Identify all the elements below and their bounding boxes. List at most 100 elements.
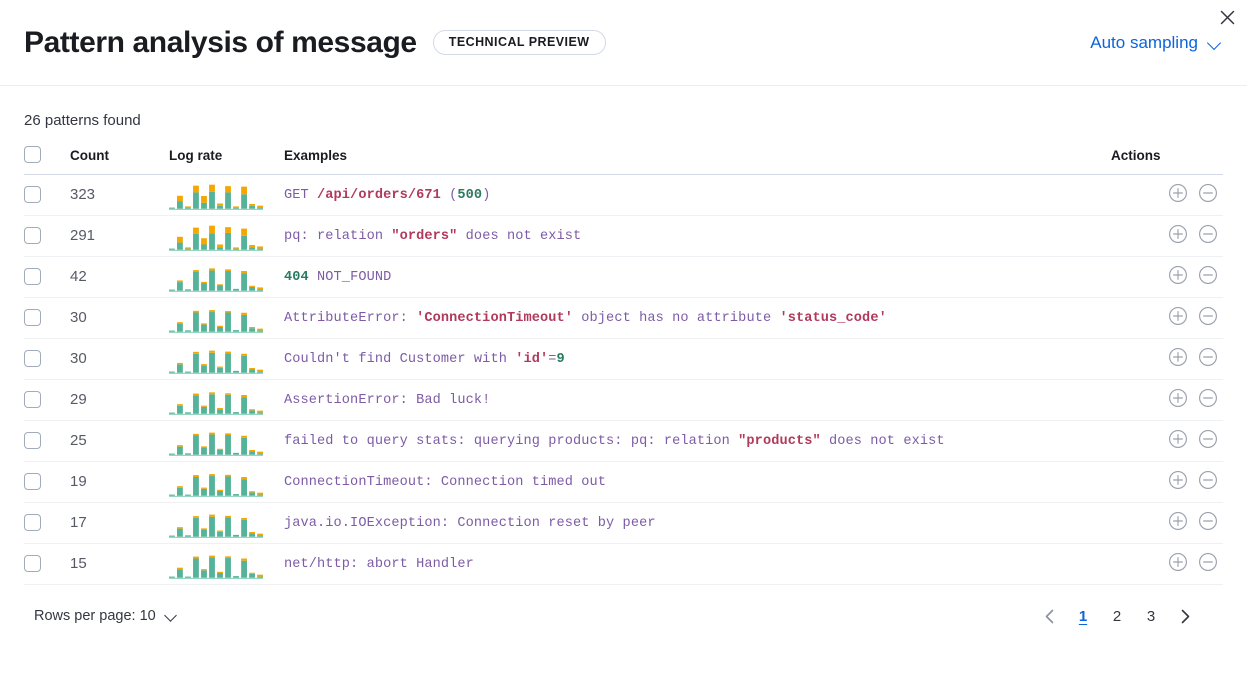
filter-for-value-button[interactable]	[1163, 508, 1193, 538]
count-value: 15	[70, 555, 87, 572]
table-header: Count Log rate Examples Actions	[24, 146, 1223, 175]
pagination-page-3[interactable]: 3	[1146, 607, 1156, 625]
column-header-examples[interactable]: Examples	[284, 146, 1111, 175]
count-cell: 30	[70, 297, 169, 339]
example-token-base: object has no attribute	[573, 310, 780, 326]
table-row[interactable]: 29 AssertionError: Bad luck!	[24, 379, 1223, 421]
filter-for-value-button[interactable]	[1163, 549, 1193, 579]
table-row[interactable]: 17 java.io.IOException: Connection reset …	[24, 502, 1223, 544]
filter-out-value-button[interactable]	[1193, 385, 1223, 415]
count-value: 29	[70, 391, 87, 408]
filter-for-value-button[interactable]	[1163, 467, 1193, 497]
example-token-base: NOT_FOUND	[308, 269, 392, 285]
log-rate-sparkline	[169, 225, 263, 251]
filter-for-value-button[interactable]	[1163, 303, 1193, 333]
filter-out-value-button[interactable]	[1193, 344, 1223, 374]
actions-cell	[1111, 174, 1223, 216]
row-select-cell	[24, 297, 70, 339]
log-rate-cell	[169, 502, 284, 544]
close-button[interactable]	[1213, 3, 1241, 31]
filter-for-value-button[interactable]	[1163, 262, 1193, 292]
example-token-var: 'id'	[515, 351, 549, 367]
row-select-checkbox[interactable]	[24, 432, 41, 450]
log-rate-sparkline	[169, 432, 263, 456]
chevron-down-icon	[164, 609, 178, 623]
log-rate-cell	[169, 338, 284, 380]
plus-in-circle-icon	[1169, 348, 1187, 366]
row-select-checkbox[interactable]	[24, 350, 41, 368]
log-rate-sparkline	[169, 391, 263, 415]
row-select-checkbox[interactable]	[24, 473, 41, 491]
plus-in-circle-icon	[1169, 266, 1187, 284]
row-select-checkbox[interactable]	[24, 555, 41, 573]
pagination-page-1[interactable]: 1	[1078, 607, 1088, 625]
count-cell: 25	[70, 420, 169, 462]
filter-out-value-button[interactable]	[1193, 221, 1223, 251]
filter-out-value-button[interactable]	[1193, 262, 1223, 292]
header-left-group: Pattern analysis of message TECHNICAL PR…	[24, 26, 606, 60]
minus-in-circle-icon	[1199, 389, 1217, 407]
table-footer: Rows per page: 10 1 2 3	[24, 585, 1223, 630]
select-all-checkbox[interactable]	[24, 146, 41, 163]
example-text: failed to query stats: querying products…	[284, 434, 1111, 449]
filter-for-value-button[interactable]	[1163, 426, 1193, 456]
count-cell: 42	[70, 256, 169, 298]
filter-out-value-button[interactable]	[1193, 426, 1223, 456]
count-value: 291	[70, 227, 96, 244]
row-select-checkbox[interactable]	[24, 391, 41, 409]
count-value: 42	[70, 268, 87, 285]
page-title: Pattern analysis of message	[24, 25, 417, 59]
pagination-prev-button[interactable]	[1035, 602, 1063, 630]
row-select-checkbox[interactable]	[24, 268, 41, 286]
count-value: 323	[70, 186, 96, 203]
filter-out-value-button[interactable]	[1193, 303, 1223, 333]
filter-for-value-button[interactable]	[1163, 385, 1193, 415]
pagination-next-button[interactable]	[1171, 602, 1199, 630]
auto-sampling-dropdown[interactable]: Auto sampling	[1090, 33, 1223, 53]
filter-for-value-button[interactable]	[1163, 221, 1193, 251]
example-cell: AssertionError: Bad luck!	[284, 379, 1111, 421]
column-header-log-rate[interactable]: Log rate	[169, 146, 284, 175]
filter-out-value-button[interactable]	[1193, 549, 1223, 579]
row-select-checkbox[interactable]	[24, 186, 41, 204]
filter-for-value-button[interactable]	[1163, 180, 1193, 210]
example-token-var: 'ConnectionTimeout'	[416, 310, 574, 326]
row-select-cell	[24, 256, 70, 298]
filter-out-value-button[interactable]	[1193, 467, 1223, 497]
row-select-cell	[24, 543, 70, 585]
row-select-checkbox[interactable]	[24, 514, 41, 532]
pagination-page-2[interactable]: 2	[1112, 607, 1122, 625]
row-select-checkbox[interactable]	[24, 227, 41, 245]
example-cell: GET /api/orders/671 (500)	[284, 174, 1111, 216]
table-row[interactable]: 323 GET /api/orders/671 (500)	[24, 174, 1223, 216]
table-row[interactable]: 30 AttributeError: 'ConnectionTimeout' ob…	[24, 297, 1223, 339]
plus-in-circle-icon	[1169, 184, 1187, 202]
example-token-base: Couldn't find Customer with	[284, 351, 516, 367]
minus-in-circle-icon	[1199, 266, 1217, 284]
example-token-base: does not exist	[457, 228, 582, 244]
log-rate-cell	[169, 215, 284, 257]
column-header-actions: Actions	[1111, 146, 1223, 175]
status-badge: TECHNICAL PREVIEW	[432, 29, 606, 56]
example-text: AttributeError: 'ConnectionTimeout' obje…	[284, 311, 1111, 326]
row-select-checkbox[interactable]	[24, 309, 41, 327]
row-select-cell	[24, 502, 70, 544]
example-token-num: 500	[457, 187, 483, 203]
chevron-down-icon	[1207, 35, 1223, 51]
count-value: 17	[70, 514, 87, 531]
filter-for-value-button[interactable]	[1163, 344, 1193, 374]
filter-out-value-button[interactable]	[1193, 508, 1223, 538]
example-text: java.io.IOException: Connection reset by…	[284, 516, 1111, 531]
filter-out-value-button[interactable]	[1193, 180, 1223, 210]
patterns-table: Count Log rate Examples Actions 323 GET /…	[24, 146, 1223, 585]
rows-per-page-selector[interactable]: Rows per page: 10	[34, 608, 178, 624]
row-select-cell	[24, 215, 70, 257]
table-row[interactable]: 25 failed to query stats: querying produc…	[24, 420, 1223, 462]
actions-cell	[1111, 502, 1223, 544]
column-header-count[interactable]: Count	[70, 146, 169, 175]
